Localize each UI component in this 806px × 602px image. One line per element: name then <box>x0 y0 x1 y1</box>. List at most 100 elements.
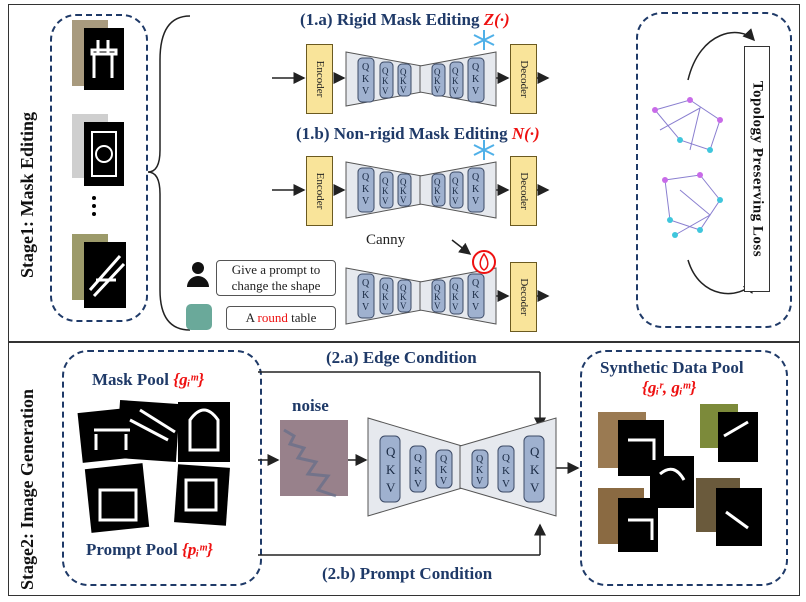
qkv-letter: Q <box>400 177 407 187</box>
chatgpt-icon <box>186 304 212 330</box>
qkv-letter: V <box>472 302 480 313</box>
prompt-pool-label: Prompt Pool {pᵢᵐ} <box>86 540 213 559</box>
qkv-letter: Q <box>362 172 370 183</box>
pool-panel <box>62 350 262 586</box>
title-rigid: (1.a) Rigid Mask Editing Z(·) <box>300 10 510 29</box>
canny-label: Canny <box>366 232 406 248</box>
photo-stack <box>72 20 126 308</box>
encoder-b: Encoder <box>306 156 333 226</box>
qkv-letter: V <box>400 301 407 311</box>
qkv-letter: Q <box>472 62 480 73</box>
qkv-letter: K <box>440 465 448 476</box>
qkv-letter: V <box>452 86 459 96</box>
qkv-letter: V <box>472 196 480 207</box>
prompt-condition-label: (2.b) Prompt Condition <box>322 564 493 583</box>
qkv-letter: Q <box>414 452 422 464</box>
qkv-letter: V <box>440 476 448 487</box>
qkv-letter: K <box>382 292 389 302</box>
qkv-letter: K <box>452 292 459 302</box>
qkv-letter: Q <box>502 452 510 464</box>
qkv-letter: K <box>472 184 480 195</box>
qkv-letter: Q <box>434 67 441 77</box>
qkv-letter: Q <box>476 454 484 465</box>
encoder-a: Encoder <box>306 44 333 114</box>
qkv-letter: K <box>400 76 407 86</box>
qkv-letter: Q <box>362 278 370 289</box>
frozen-icon <box>473 30 495 160</box>
synthetic-pool-panel <box>580 350 788 586</box>
title-nonrigid: (1.b) Non-rigid Mask Editing N(·) <box>296 124 540 143</box>
qkv-letter: Q <box>472 278 480 289</box>
qkv-letter: Q <box>386 444 396 459</box>
qkv-letter: K <box>362 184 370 195</box>
qkv-letter: Q <box>382 66 389 76</box>
qkv-letter: Q <box>452 282 459 292</box>
qkv-letter: K <box>434 76 441 86</box>
synthetic-images <box>598 404 762 552</box>
topology-loss-panel <box>636 12 792 328</box>
qkv-letter: V <box>382 196 389 206</box>
qkv-letter: Q <box>434 283 441 293</box>
qkv-letter: V <box>452 302 459 312</box>
decoder-c: Decoder <box>510 262 537 332</box>
qkv-letter: V <box>400 85 407 95</box>
qkv-letter: Q <box>382 282 389 292</box>
qkv-letter: K <box>502 465 510 477</box>
qkv-letter: K <box>530 462 540 477</box>
qkv-letter: K <box>414 465 422 477</box>
gpt-reply-bubble: A round table <box>226 306 336 330</box>
qkv-letter: K <box>400 186 407 196</box>
qkv-letter: V <box>472 86 480 97</box>
synthetic-pool-label: Synthetic Data Pool <box>600 358 744 377</box>
qkv-letter: V <box>434 301 441 311</box>
qkv-letter: V <box>452 196 459 206</box>
qkv-letter: V <box>386 480 396 495</box>
source-image-pool <box>50 14 148 322</box>
decoder-a: Decoder <box>510 44 537 114</box>
qkv-letter: V <box>382 302 389 312</box>
trainable-flame-icon <box>472 250 496 274</box>
qkv-letter: Q <box>382 176 389 186</box>
qkv-letter: K <box>452 76 459 86</box>
qkv-letter: Q <box>362 62 370 73</box>
decoder-b: Decoder <box>510 156 537 226</box>
mask-pool-label: Mask Pool {gᵢᵐ} <box>92 370 205 389</box>
qkv-letter: Q <box>452 66 459 76</box>
qkv-letter: V <box>530 480 540 495</box>
qkv-letter: K <box>382 186 389 196</box>
qkv-letter: K <box>400 292 407 302</box>
qkv-letter: Q <box>452 176 459 186</box>
qkv-letter: V <box>414 478 422 490</box>
stage2-frame <box>8 342 800 596</box>
qkv-letter: Q <box>434 177 441 187</box>
qkv-letter: K <box>434 186 441 196</box>
qkv-letter: Q <box>400 283 407 293</box>
qkv-letter: K <box>362 74 370 85</box>
user-icon <box>186 262 210 288</box>
qkv-letter: V <box>476 476 484 487</box>
qkv-letter: K <box>472 290 480 301</box>
qkv-letter: K <box>386 462 396 477</box>
qkv-letter: Q <box>530 444 540 459</box>
qkv-letter: K <box>476 465 484 476</box>
user-prompt-bubble: Give a prompt to change the shape <box>216 260 336 296</box>
qkv-letter: Q <box>472 172 480 183</box>
qkv-letter: V <box>362 196 370 207</box>
qkv-letter: K <box>452 186 459 196</box>
qkv-letter: V <box>400 195 407 205</box>
mask-pool-images <box>77 399 230 533</box>
topology-preserving-loss: Topology Preserving Loss <box>744 46 770 292</box>
synthetic-pool-symbol: {gᵢʳ, gᵢᵐ} <box>642 378 697 397</box>
qkv-letter: V <box>502 478 510 490</box>
qkv-letter: V <box>362 302 370 313</box>
qkv-letter: V <box>434 195 441 205</box>
stage1-frame <box>8 4 800 342</box>
qkv-letter: Q <box>400 67 407 77</box>
qkv-letter: V <box>434 85 441 95</box>
qkv-letter: Q <box>440 454 448 465</box>
qkv-letter: K <box>472 74 480 85</box>
qkv-letter: K <box>382 76 389 86</box>
qkv-letter: V <box>382 86 389 96</box>
qkv-letter: K <box>434 292 441 302</box>
